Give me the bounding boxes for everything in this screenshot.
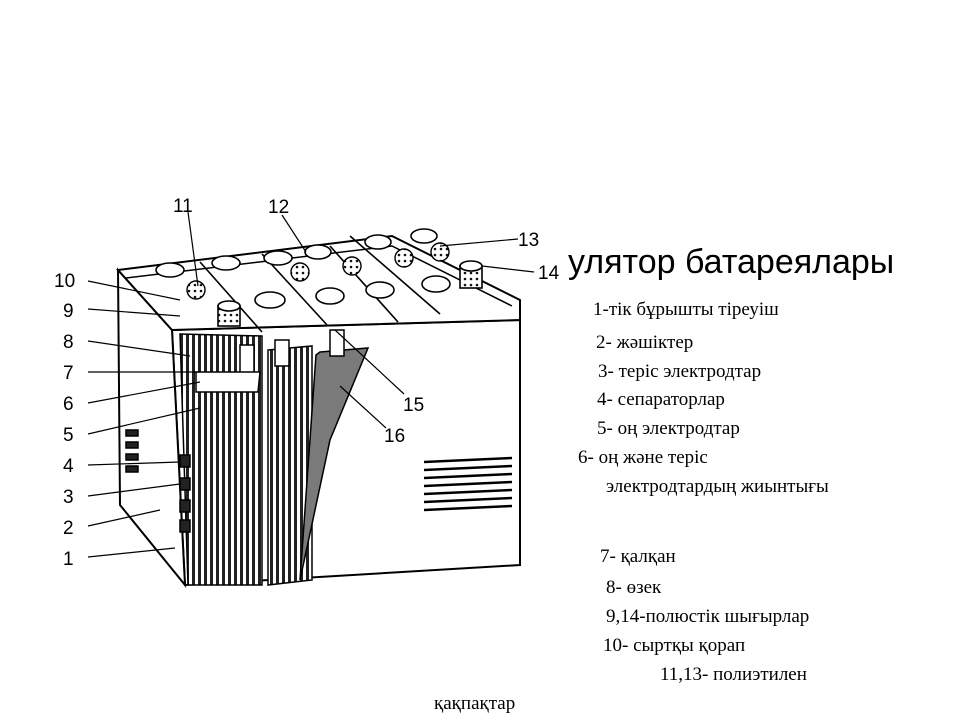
- callout-9: 9: [63, 301, 74, 322]
- legend-item-6: 6- оң және теріс: [578, 447, 708, 468]
- callout-3: 3: [63, 487, 74, 508]
- legend-item-4: 4- сепараторлар: [597, 389, 725, 410]
- front-grille: [423, 456, 513, 512]
- terminals: [217, 260, 483, 327]
- legend-item-10: 10- сыртқы қорап: [603, 635, 746, 656]
- legend-item-11: 11,13- полиэтилен: [660, 664, 807, 685]
- legend-item-3: 3- теріс электродтар: [598, 361, 762, 382]
- callout-15: 15: [403, 395, 424, 416]
- callout-10: 10: [54, 271, 75, 292]
- callout-16: 16: [384, 426, 405, 447]
- callout-8: 8: [63, 332, 74, 353]
- callout-6: 6: [63, 394, 74, 415]
- callout-1: 1: [63, 549, 74, 570]
- callout-numbers: 11 12 13 14 10 9 8 7 6 5 4 3 2 1 15 16: [54, 196, 560, 570]
- callout-11: 11: [173, 196, 193, 217]
- legend-item-5: 5- оң электродтар: [597, 418, 740, 439]
- cutaway-plates: [179, 329, 370, 586]
- callout-5: 5: [63, 425, 74, 446]
- callout-2: 2: [63, 518, 74, 539]
- legend-item-9: 9,14-полюстік шығырлар: [606, 606, 810, 627]
- legend-item-11-cont: қақпақтар: [434, 693, 516, 714]
- legend-item-2: 2- жәшіктер: [596, 332, 694, 353]
- lid-dividers: [199, 235, 441, 333]
- legend-item-1: 1-тік бұрышты тіреуіш: [593, 299, 779, 320]
- callout-7: 7: [63, 363, 74, 384]
- side-vents: [125, 429, 191, 533]
- vent-plugs: [186, 242, 450, 300]
- legend-item-8: 8- өзек: [606, 577, 662, 598]
- callout-14: 14: [538, 263, 560, 284]
- slide-title: улятор батареялары: [568, 243, 895, 281]
- leader-lines: [87, 211, 535, 558]
- legend-item-6-cont: электродтардың жиынтығы: [606, 476, 829, 497]
- callout-13: 13: [518, 230, 539, 251]
- cell-caps: [155, 228, 451, 309]
- callout-4: 4: [63, 456, 74, 477]
- legend-item-7: 7- қалқан: [600, 546, 676, 567]
- callout-12: 12: [268, 197, 289, 218]
